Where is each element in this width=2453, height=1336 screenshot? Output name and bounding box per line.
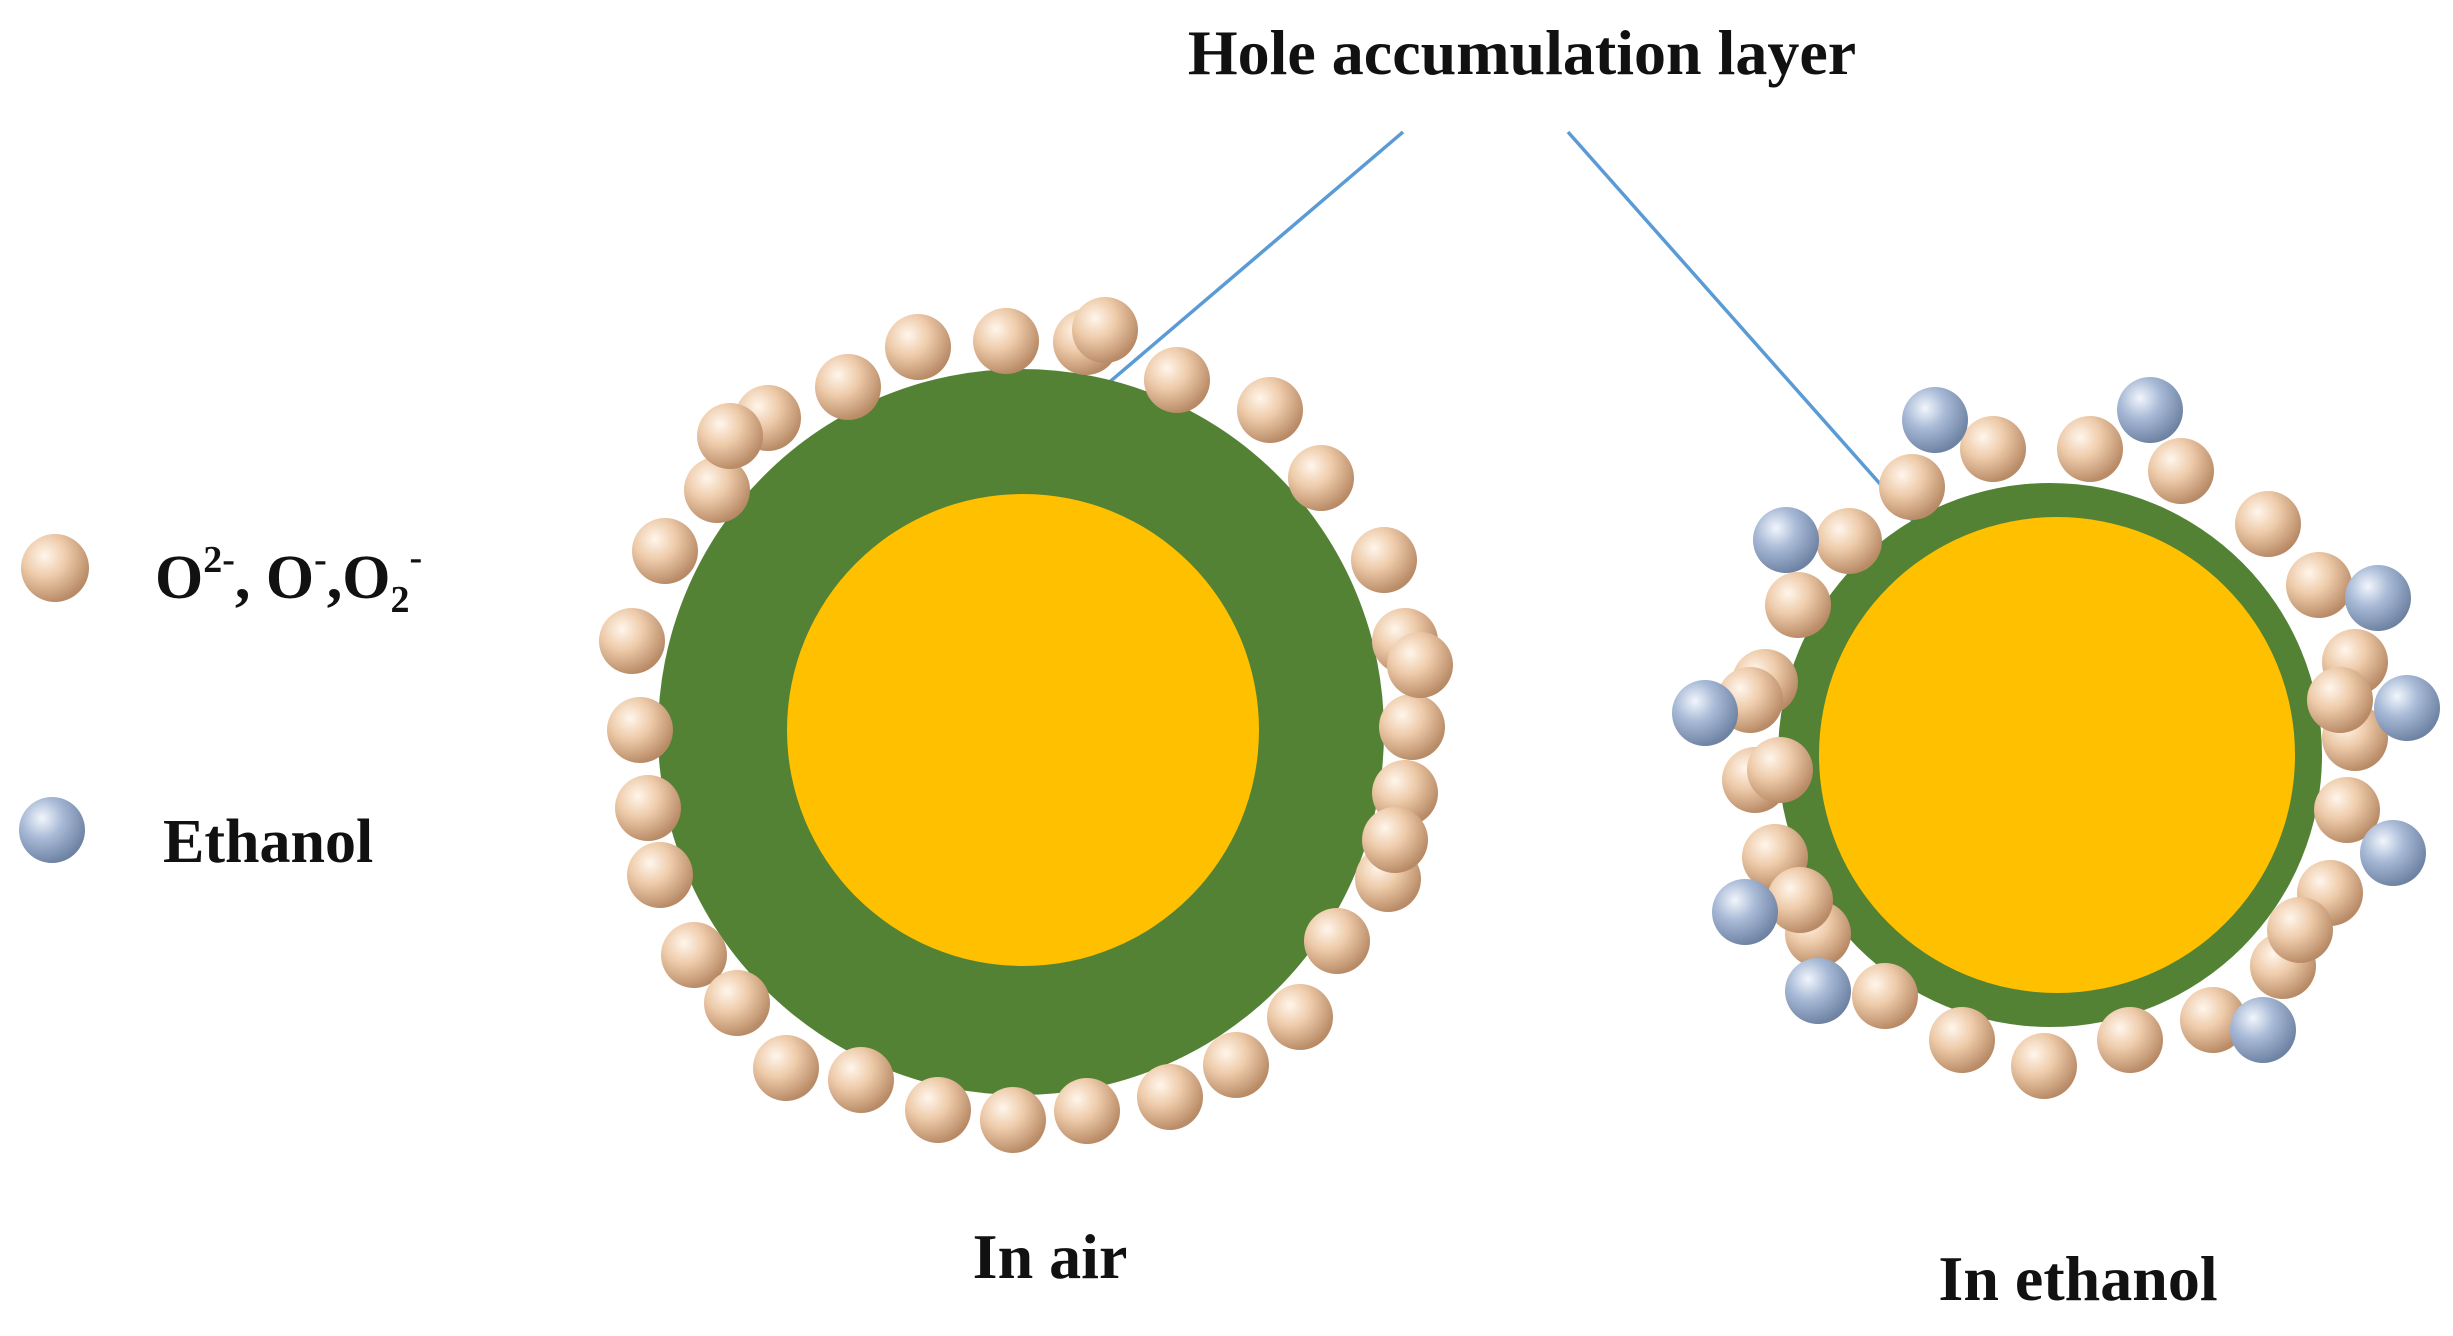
oxygen-species-sphere-icon [2267,897,2333,963]
oxygen-species-sphere-icon [1879,454,1945,520]
oxygen-species-sphere-icon [627,842,693,908]
oxygen-species-sphere-icon [1237,377,1303,443]
oxygen-species-sphere-icon [704,970,770,1036]
oxygen-species-sphere-icon [1288,445,1354,511]
oxygen-species-sphere-icon [2097,1007,2163,1073]
oxygen-species-sphere-icon [1304,908,1370,974]
oxygen-species-sphere-icon [1816,508,1882,574]
ethanol-sphere-icon [2360,820,2426,886]
oxygen-species-sphere-icon [828,1047,894,1113]
ethanol-sphere-icon [2230,997,2296,1063]
oxygen-species-sphere-icon [632,518,698,584]
oxygen-species-sphere-icon [599,608,665,674]
oxygen-species-sphere-icon [905,1077,971,1143]
ethanol-sphere-icon [2117,377,2183,443]
oxygen-species-sphere-icon [697,403,763,469]
oxygen-species-sphere-icon [2148,438,2214,504]
caption-in-ethanol: In ethanol [1938,1243,2217,1314]
oxygen-species-sphere-icon [1387,632,1453,698]
oxygen-species-sphere-icon [2011,1033,2077,1099]
oxygen-species-sphere-icon [2307,667,2373,733]
diagram-title: Hole accumulation layer [1188,17,1856,88]
oxygen-species-sphere-icon [2057,416,2123,482]
oxygen-species-sphere-icon [1960,416,2026,482]
oxygen-species-sphere-icon [1072,297,1138,363]
oxygen-species-sphere-icon [607,697,673,763]
ethanol-sphere-icon [1672,680,1738,746]
ethanol-sphere-icon [1785,958,1851,1024]
oxygen-species-sphere-icon [615,775,681,841]
oxygen-species-sphere-icon [1054,1078,1120,1144]
legend-ethanol-sphere-icon [19,797,85,863]
oxygen-species-sphere-icon [1267,984,1333,1050]
legend-oxygen-sphere-icon [21,534,89,602]
ethanol-sphere-icon [2345,565,2411,631]
oxygen-species-sphere-icon [1929,1007,1995,1073]
oxygen-species-sphere-icon [980,1087,1046,1153]
legend-ethanol-label: Ethanol [163,808,373,876]
oxygen-species-sphere-icon [815,354,881,420]
ethanol-sphere-icon [2374,675,2440,741]
oxygen-species-sphere-icon [2235,491,2301,557]
ethanol-sphere-icon [1902,387,1968,453]
particle-in-air [599,297,1453,1153]
legend-oxygen-label: O2-, O-,O2- [155,537,422,621]
oxygen-species-sphere-icon [973,308,1039,374]
oxygen-species-sphere-icon [1351,527,1417,593]
oxygen-species-sphere-icon [1767,867,1833,933]
oxygen-species-sphere-icon [1765,572,1831,638]
pointer-line-in-ethanol [1568,132,1928,538]
oxygen-species-sphere-icon [2286,552,2352,618]
oxygen-species-sphere-icon [1362,807,1428,873]
oxygen-species-sphere-icon [885,314,951,380]
oxygen-species-sphere-icon [1137,1064,1203,1130]
particle-core-in-ethanol [1819,517,2295,993]
ethanol-sphere-icon [1712,879,1778,945]
oxygen-species-sphere-icon [1852,963,1918,1029]
oxygen-species-sphere-icon [1203,1032,1269,1098]
oxygen-species-sphere-icon [1144,347,1210,413]
particle-core-in-air [787,494,1259,966]
legend: O2-, O-,O2- Ethanol [19,534,422,876]
oxygen-species-sphere-icon [753,1035,819,1101]
particle-in-ethanol [1672,377,2440,1099]
oxygen-species-sphere-icon [1379,694,1445,760]
ethanol-sphere-icon [1753,507,1819,573]
oxygen-species-sphere-icon [1747,737,1813,803]
caption-in-air: In air [973,1221,1128,1292]
